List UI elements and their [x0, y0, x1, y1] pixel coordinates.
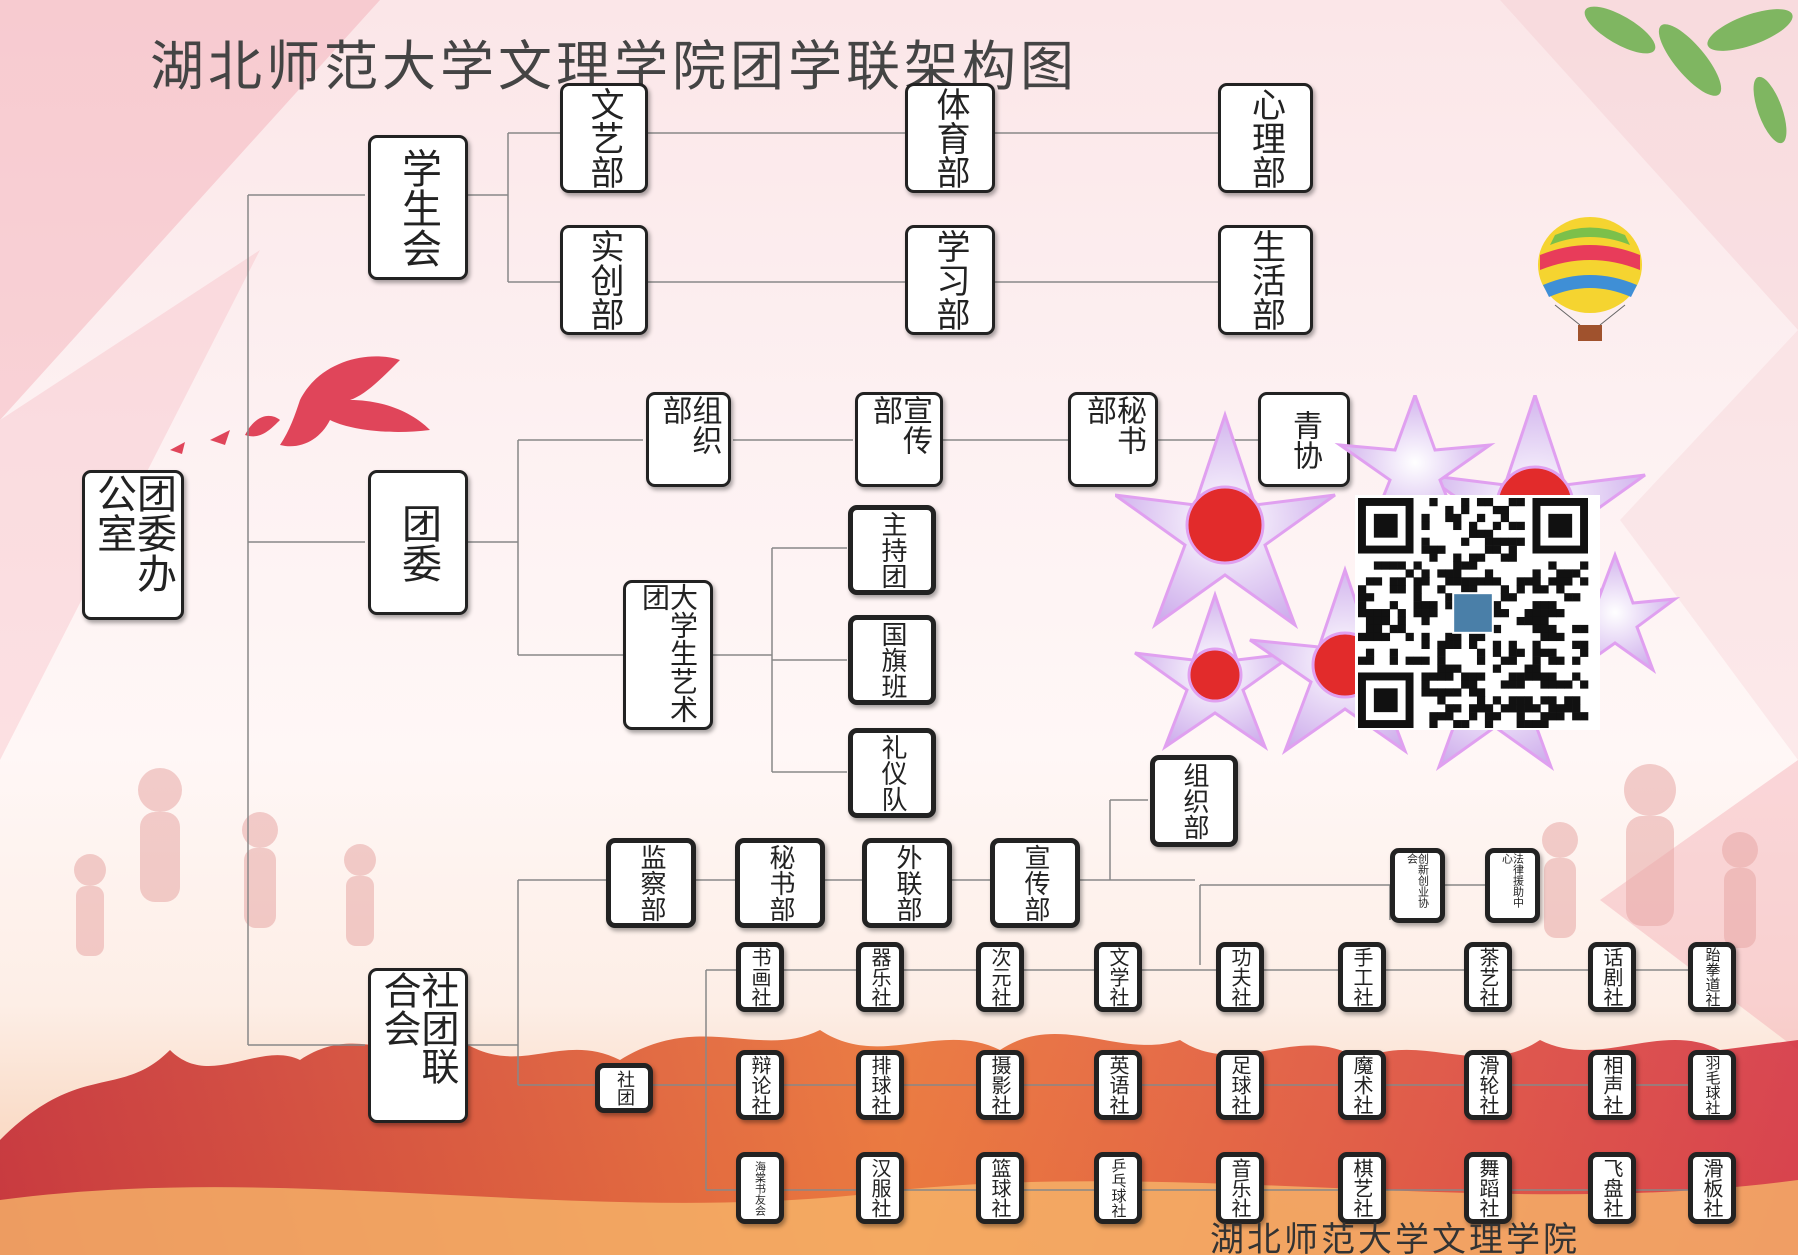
- club-3-1: 海棠书友会: [736, 1152, 784, 1224]
- club-2-3: 摄影社: [976, 1050, 1024, 1120]
- node-shichuang: 实创部: [560, 225, 648, 335]
- node-st-falv: 法律援助中心: [1485, 848, 1540, 923]
- node-st-mishu: 秘书部: [735, 838, 825, 928]
- club-3-2: 汉服社: [856, 1152, 904, 1224]
- node-tw-xuanchuan: 宣传部: [855, 392, 943, 487]
- club-2-6: 魔术社: [1338, 1050, 1386, 1120]
- club-3-9: 滑板社: [1688, 1152, 1736, 1224]
- club-2-9: 羽毛球社: [1688, 1050, 1736, 1120]
- node-st-xuanchuan: 宣传部: [990, 838, 1080, 928]
- node-club-federation: 社团联合会: [368, 968, 468, 1123]
- club-1-5: 功夫社: [1216, 942, 1264, 1012]
- node-xinli: 心理部: [1218, 83, 1313, 193]
- club-1-7: 茶艺社: [1464, 942, 1512, 1012]
- node-st-wailian: 外联部: [862, 838, 952, 928]
- node-st-jiancha: 监察部: [606, 838, 696, 928]
- club-3-8: 飞盘社: [1588, 1152, 1636, 1224]
- club-1-2: 器乐社: [856, 942, 904, 1012]
- node-tw-zuzhi: 组织部: [646, 392, 731, 487]
- node-student-union: 学生会: [368, 135, 468, 280]
- club-2-2: 排球社: [856, 1050, 904, 1120]
- node-shenghuo: 生活部: [1218, 225, 1313, 335]
- node-st-shetuan: 社团: [595, 1063, 653, 1113]
- node-youth-league: 团委: [368, 470, 468, 615]
- node-art-troupe: 大学生艺术团: [623, 580, 713, 730]
- club-3-3: 篮球社: [976, 1152, 1024, 1224]
- club-1-3: 次元社: [976, 942, 1024, 1012]
- node-tiyu: 体育部: [905, 83, 995, 193]
- club-2-1: 辩论社: [736, 1050, 784, 1120]
- club-2-4: 英语社: [1094, 1050, 1142, 1120]
- club-1-8: 话剧社: [1588, 942, 1636, 1012]
- node-wenyi: 文艺部: [560, 83, 648, 193]
- club-2-7: 滑轮社: [1464, 1050, 1512, 1120]
- club-1-6: 手工社: [1338, 942, 1386, 1012]
- node-etiquette-team: 礼仪队: [848, 728, 936, 818]
- club-1-1: 书画社: [736, 942, 784, 1012]
- node-xuexi: 学习部: [905, 225, 995, 335]
- node-flag-squad: 国旗班: [848, 615, 936, 705]
- node-st-chuangxin: 创新创业协会: [1390, 848, 1445, 923]
- club-2-8: 相声社: [1588, 1050, 1636, 1120]
- node-root: 团委办公室: [82, 470, 184, 620]
- footer-text: 湖北师范大学文理学院: [1210, 1212, 1580, 1255]
- club-1-9: 跆拳道社: [1688, 942, 1736, 1012]
- club-3-4: 乒乓球社: [1094, 1152, 1142, 1224]
- club-2-5: 足球社: [1216, 1050, 1264, 1120]
- club-1-4: 文学社: [1094, 942, 1142, 1012]
- qr-code-pattern: [1358, 498, 1598, 728]
- node-host-team: 主持团: [848, 505, 936, 595]
